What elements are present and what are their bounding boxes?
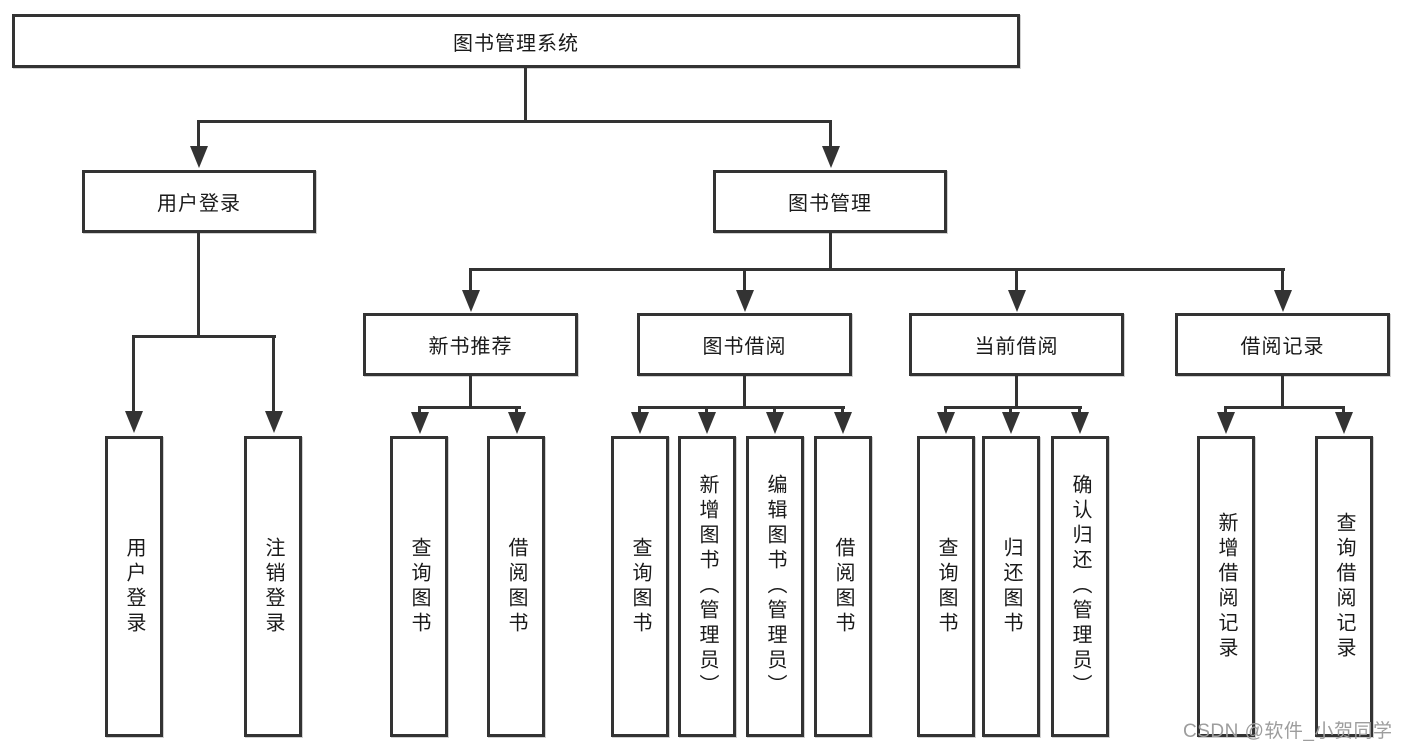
arrow-down-icon [736,290,754,312]
connector-line [773,406,776,414]
connector-line [469,376,472,408]
leaf-add-borrow-record: 新增借阅记录 [1197,436,1255,737]
arrow-down-icon [265,411,283,433]
connector-line [524,68,527,122]
node-book-borrow: 图书借阅 [637,313,852,376]
leaf-confirm-return-admin: 确认归还（管理员） [1051,436,1109,737]
node-new-book-recommend: 新书推荐 [363,313,578,376]
leaf-label: 查询图书 [935,536,957,637]
leaf-edit-books-admin: 编辑图书（管理员） [746,436,804,737]
leaf-query-books-borrow: 查询图书 [611,436,669,737]
arrow-down-icon [1217,412,1235,434]
leaf-label: 查询图书 [408,536,430,637]
node-label: 借阅记录 [1240,336,1325,358]
leaf-label: 借阅图书 [832,536,854,637]
arrow-down-icon [125,411,143,433]
connector-line [132,335,135,412]
arrow-down-icon [1335,412,1353,434]
connector-line [944,406,1082,409]
watermark: CSDN @软件_小贺同学 [1183,721,1393,742]
connector-line [197,233,200,338]
connector-line [197,120,200,150]
arrow-down-icon [462,290,480,312]
arrow-down-icon [822,146,840,168]
leaf-label: 归还图书 [1000,536,1022,637]
arrow-down-icon [1071,412,1089,434]
node-library-system: 图书管理系统 [12,14,1020,68]
arrow-down-icon [1008,290,1026,312]
leaf-borrow-books-recommend: 借阅图书 [487,436,545,737]
arrow-down-icon [937,412,955,434]
node-label: 新书推荐 [428,336,513,358]
leaf-label: 查询图书 [629,536,651,637]
arrow-down-icon [508,412,526,434]
connector-line [841,406,844,414]
leaf-label: 确认归还（管理员） [1069,474,1091,699]
connector-line [1342,406,1345,414]
leaf-query-borrow-record: 查询借阅记录 [1315,436,1373,737]
connector-line [469,268,1285,271]
connector-line [829,120,832,150]
arrow-down-icon [631,412,649,434]
connector-line [418,406,421,414]
connector-line [743,376,746,408]
connector-line [1078,406,1081,414]
leaf-return-books: 归还图书 [982,436,1040,737]
node-borrow-records: 借阅记录 [1175,313,1390,376]
connector-line [1015,376,1018,408]
node-label: 用户登录 [157,193,241,215]
connector-line [638,406,641,414]
connector-line [418,406,521,409]
arrow-down-icon [1002,412,1020,434]
leaf-label: 新增借阅记录 [1215,511,1237,662]
node-book-management: 图书管理 [713,170,947,233]
connector-line [829,233,832,271]
connector-line [638,406,845,409]
leaf-label: 编辑图书（管理员） [764,474,786,699]
connector-line [1224,406,1345,409]
node-label: 图书管理 [788,193,872,215]
node-label: 图书管理系统 [453,32,579,55]
connector-line [1281,268,1284,292]
leaf-label: 新增图书（管理员） [696,474,718,699]
arrow-down-icon [190,146,208,168]
connector-line [944,406,947,414]
connector-line [515,406,518,414]
leaf-query-books-current: 查询图书 [917,436,975,737]
leaf-label: 注销登录 [262,536,284,637]
connector-line [469,268,472,292]
connector-line [197,120,832,123]
connector-line [132,335,276,338]
arrow-down-icon [411,412,429,434]
connector-line [705,406,708,414]
node-current-borrow: 当前借阅 [909,313,1124,376]
leaf-label: 查询借阅记录 [1333,511,1355,662]
leaf-label: 用户登录 [123,536,145,637]
leaf-add-books-admin: 新增图书（管理员） [678,436,736,737]
connector-line [1281,376,1284,408]
leaf-query-books-recommend: 查询图书 [390,436,448,737]
leaf-label: 借阅图书 [505,536,527,637]
arrow-down-icon [698,412,716,434]
leaf-borrow-books: 借阅图书 [814,436,872,737]
leaf-user-login: 用户登录 [105,436,163,737]
arrow-down-icon [834,412,852,434]
connector-line [272,335,275,412]
node-label: 图书借阅 [702,336,787,358]
node-user-login: 用户登录 [82,170,316,233]
leaf-logout: 注销登录 [244,436,302,737]
arrow-down-icon [766,412,784,434]
connector-line [743,268,746,292]
connector-line [1009,406,1012,414]
connector-line [1015,268,1018,292]
node-label: 当前借阅 [974,336,1059,358]
arrow-down-icon [1274,290,1292,312]
connector-line [1224,406,1227,414]
